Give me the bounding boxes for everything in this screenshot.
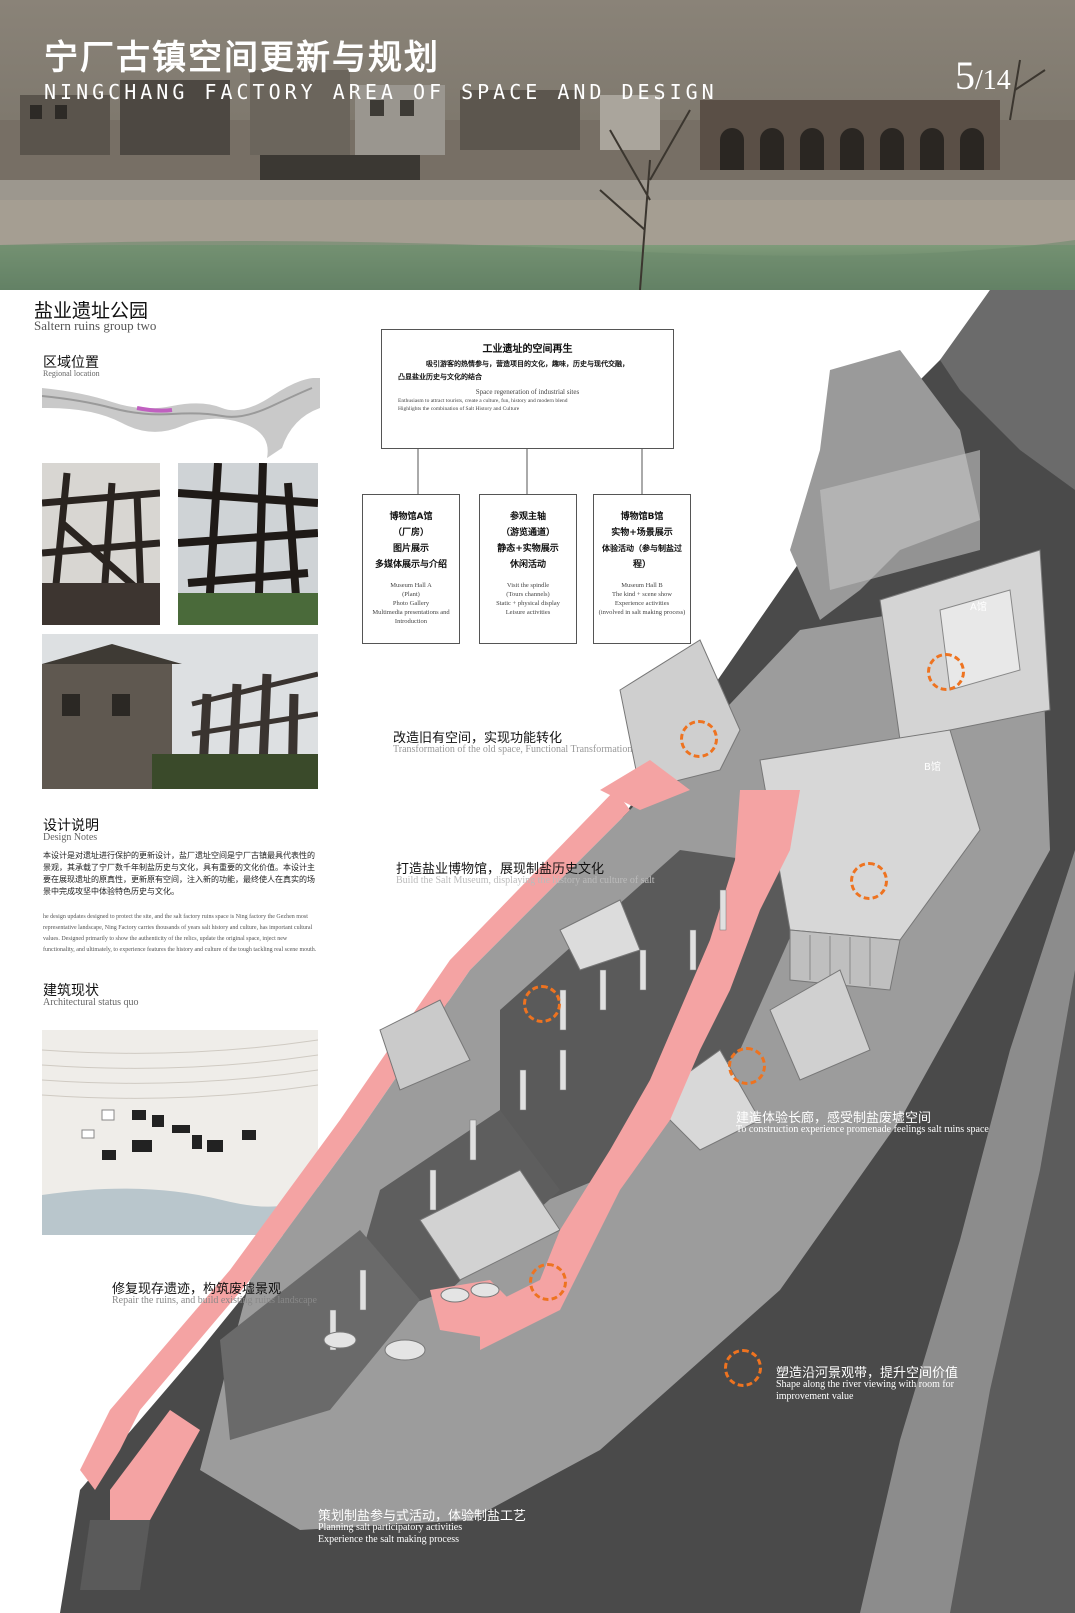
box-a-en3: Photo Gallery <box>392 600 430 607</box>
ruins-photo-2 <box>178 463 318 625</box>
diagram-top-title: 工业遗址的空间再生 <box>482 344 573 355</box>
callout-5-en: Shape along the river viewing with room … <box>776 1379 955 1390</box>
town-photo <box>0 0 1075 290</box>
diagram-box-hall-a: 博物馆A馆 （厂房） 图片展示 多媒体展示与介绍 Museum Hall A (… <box>362 494 460 644</box>
status-site-plan <box>42 1030 318 1235</box>
focus-ring-4 <box>523 985 561 1023</box>
box-s-en2: (Tours channels) <box>506 591 550 598</box>
ruins-photo-3 <box>42 634 318 789</box>
page-subtitle: NINGCHANG FACTORY AREA OF SPACE AND DESI… <box>44 80 718 104</box>
box-b-cn3: 体验活动（参与制盐过 <box>602 544 682 553</box>
focus-ring-7 <box>724 1349 762 1387</box>
callout-5-en2: improvement value <box>776 1391 854 1402</box>
diagram-top-line1-en: Enthusiasm to attract tourists, create a… <box>398 398 568 404</box>
status-title: 建筑现状 <box>43 983 99 999</box>
diagram-top-line2: 凸显盐业历史与文化的结合 <box>398 373 482 381</box>
page-number: 5/14 <box>955 52 1011 99</box>
section-title: 盐业遗址公园 <box>34 300 149 322</box>
page-current: 5 <box>955 53 975 98</box>
box-b-en1: Museum Hall B <box>621 582 663 589</box>
diagram-connectors <box>417 449 643 494</box>
notes-title: 设计说明 <box>43 818 99 834</box>
callout-3-cn: 建造体验长廊，感受制盐废墟空间 <box>736 1111 932 1126</box>
notes-body-cn: 本设计是对遗址进行保护的更新设计，盐厂遗址空间是宁厂古镇最具代表性的景观，其承载… <box>43 851 315 896</box>
diagram-box-spindle: 参观主轴 （游览通道） 静态+实物展示 休闲活动 Visit the spind… <box>479 494 577 644</box>
box-b-cn4: 程） <box>632 560 651 570</box>
callout-6-en: Planning salt participatory activities <box>318 1522 463 1533</box>
notes-subtitle: Design Notes <box>43 832 98 843</box>
callout-1-cn: 改造旧有空间，实现功能转化 <box>393 731 563 746</box>
callout-5-cn: 塑造沿河景观带，提升空间价值 <box>776 1366 959 1381</box>
page-title: 宁厂古镇空间更新与规划 <box>44 38 440 78</box>
callout-2-cn: 打造盐业博物馆，展现制盐历史文化 <box>396 862 605 877</box>
callout-6-en2: Experience the salt making process <box>318 1534 460 1545</box>
diagram-box-hall-b: 博物馆B馆 实物+场景展示 体验活动（参与制盐过 程） Museum Hall … <box>593 494 691 644</box>
box-s-en4: Leisure activities <box>505 609 551 616</box>
callout-4-cn: 修复现存遗迹，构筑废墟景观 <box>112 1282 282 1297</box>
regional-map <box>42 378 320 458</box>
box-a-cn1: 博物馆A馆 <box>389 512 433 522</box>
box-a-cn2: （厂房） <box>392 528 429 538</box>
hall-b-label: B馆 <box>924 760 941 773</box>
section-subtitle: Saltern ruins group two <box>34 318 157 333</box>
box-s-cn1: 参观主轴 <box>509 512 546 522</box>
hall-a-label: A馆 <box>970 600 987 613</box>
focus-ring-2 <box>927 653 965 691</box>
axonometric-site-model: A馆 B馆 <box>60 290 1075 1613</box>
callout-1-en: Transformation of the old space, Functio… <box>393 744 633 755</box>
box-s-en3: Static + physical display <box>496 600 560 607</box>
box-s-cn2: （游览通道） <box>500 528 555 538</box>
box-s-cn4: 休闲活动 <box>509 560 546 570</box>
regional-title: 区域位置 <box>43 355 99 371</box>
ruins-photo-1 <box>42 463 160 625</box>
box-s-cn3: 静态+实物展示 <box>497 544 559 554</box>
box-b-en2: The kind + scene show <box>612 591 672 598</box>
box-a-cn3: 图片展示 <box>392 544 429 554</box>
diagram-top-title-en: Space regeneration of industrial sites <box>475 388 580 396</box>
box-b-cn2: 实物+场景展示 <box>611 528 673 538</box>
box-a-en2: (Plant) <box>402 591 420 598</box>
focus-ring-5 <box>728 1047 766 1085</box>
box-b-cn1: 博物馆B馆 <box>620 512 664 522</box>
box-a-en4: Multimedia presentations and Introductio… <box>372 609 450 625</box>
focus-ring-6 <box>529 1263 567 1301</box>
callout-4-en: Repair the ruins, and build existing rui… <box>112 1295 317 1306</box>
box-b-en4: (involved in salt making process) <box>598 609 686 616</box>
diagram-top-line1: 吸引游客的热情参与，营造项目的文化，趣味，历史与现代交融， <box>426 360 629 368</box>
box-a-cn4: 多媒体展示与介绍 <box>374 560 447 570</box>
box-b-en3: Experience activities <box>614 600 670 607</box>
callout-3-en: To construction experience promenade fee… <box>736 1124 989 1135</box>
regional-subtitle: Regional location <box>43 369 100 378</box>
diagram-top-line2-en: Highlights the combination of Salt Histo… <box>398 406 520 412</box>
notes-body-en: he design updates designed to protect th… <box>43 914 317 953</box>
focus-ring-3 <box>850 862 888 900</box>
status-subtitle: Architectural status quo <box>43 997 139 1008</box>
callout-2-en: Build the Salt Museum, displaying the hi… <box>396 875 655 886</box>
callout-6-cn: 策划制盐参与式活动，体验制盐工艺 <box>318 1509 527 1524</box>
diagram-top-box: 工业遗址的空间再生 吸引游客的热情参与，营造项目的文化，趣味，历史与现代交融， … <box>381 329 674 449</box>
box-s-en1: Visit the spindle <box>506 582 550 589</box>
box-a-en1: Museum Hall A <box>390 582 432 589</box>
hero-photo <box>0 0 1075 290</box>
focus-ring-1 <box>680 720 718 758</box>
page-total: /14 <box>975 65 1011 96</box>
